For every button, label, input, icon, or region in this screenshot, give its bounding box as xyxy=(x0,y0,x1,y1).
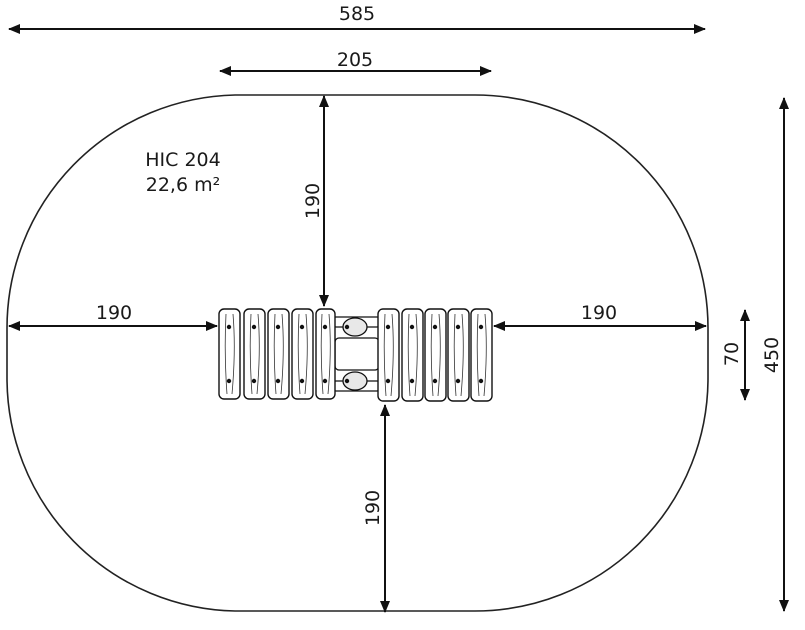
equipment-width-label: 205 xyxy=(337,49,373,71)
area-label: 22,6 m² xyxy=(146,174,220,196)
plank xyxy=(401,308,424,402)
right-clearance-label: 190 xyxy=(581,302,617,324)
plank xyxy=(424,308,447,402)
product-code-label: HIC 204 xyxy=(145,149,220,171)
left-clearance-label: 190 xyxy=(96,302,132,324)
plank xyxy=(377,308,400,402)
connector-beam xyxy=(334,337,380,371)
plank xyxy=(218,308,241,400)
total-depth-label: 450 xyxy=(761,337,783,373)
right-plank-group xyxy=(377,308,493,402)
plank xyxy=(315,308,336,400)
pivot-bottom xyxy=(342,371,368,391)
plank xyxy=(470,308,493,402)
safety-zone-outline xyxy=(6,94,709,612)
pivot-top xyxy=(342,317,368,337)
plank xyxy=(291,308,314,400)
top-clearance-label: 190 xyxy=(302,183,324,219)
bottom-clearance-label: 190 xyxy=(362,490,384,526)
equipment-depth-label: 70 xyxy=(721,342,743,366)
plank xyxy=(447,308,470,402)
plank xyxy=(267,308,290,400)
plank xyxy=(243,308,266,400)
total-width-label: 585 xyxy=(339,3,375,25)
equipment-top-view xyxy=(218,308,493,402)
left-plank-group xyxy=(218,308,336,400)
